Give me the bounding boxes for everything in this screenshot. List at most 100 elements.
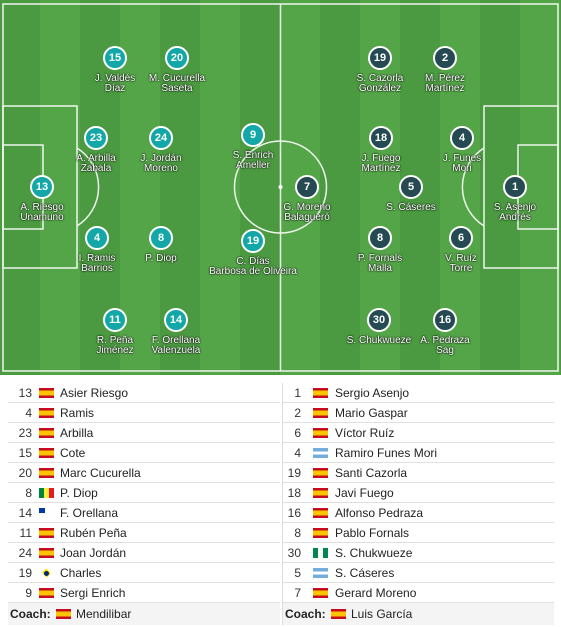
coach-name[interactable]: Luis García: [351, 607, 413, 621]
player-name-line1: G. Moreno: [283, 202, 331, 213]
player-name-line2: Torre: [449, 263, 473, 274]
player-link[interactable]: Marc Cucurella: [60, 466, 141, 480]
player-name-line2: Unamuno: [20, 212, 64, 223]
player-link[interactable]: Javi Fuego: [335, 486, 394, 500]
player-name-line1: S. Enrich: [232, 150, 274, 161]
player-link[interactable]: Víctor Ruíz: [335, 426, 395, 440]
shirt-number: 8: [25, 486, 32, 500]
player-link[interactable]: Asier Riesgo: [60, 386, 129, 400]
player-link[interactable]: Cote: [60, 446, 86, 460]
player-name-line1: J. Valdés: [94, 73, 136, 84]
player-link[interactable]: Joan Jordán: [60, 546, 127, 560]
coach-name[interactable]: Mendilibar: [76, 607, 132, 621]
coach-label: Coach:: [285, 607, 326, 621]
lineup-row[interactable]: 8 P. Diop: [8, 483, 280, 503]
player-link[interactable]: Santi Cazorla: [335, 466, 408, 480]
player-name-line2: Barrios: [81, 263, 113, 274]
player-number-badge: 8: [368, 226, 392, 250]
player-link[interactable]: Sergio Asenjo: [335, 386, 410, 400]
player-number-badge: 8: [149, 226, 173, 250]
player-link[interactable]: Ramiro Funes Mori: [335, 446, 438, 460]
flag-icon: [313, 428, 328, 438]
pitch-player[interactable]: 8 P. Diop: [101, 226, 221, 286]
player-link[interactable]: S. Chukwueze: [335, 546, 413, 560]
player-number-badge: 11: [103, 308, 127, 332]
player-link[interactable]: Alfonso Pedraza: [335, 506, 424, 520]
player-name: P. Diop: [101, 254, 221, 264]
player-name-line1: F. Orellana: [151, 335, 201, 346]
player-name-line2: Valenzuela: [151, 345, 201, 356]
player-link[interactable]: Charles: [60, 566, 102, 580]
player-name-line1: M. Pérez: [424, 73, 465, 84]
flag-icon: [313, 548, 328, 558]
player-link[interactable]: Mario Gaspar: [335, 406, 408, 420]
player-link[interactable]: Sergi Enrich: [60, 586, 126, 600]
flag-icon: [39, 528, 54, 538]
player-number-badge: 15: [103, 46, 127, 70]
player-link[interactable]: Gerard Moreno: [335, 586, 417, 600]
player-link[interactable]: Ramis: [60, 406, 95, 420]
player-name-line2: Martínez: [361, 163, 401, 174]
player-name-line2: Moreno: [144, 163, 178, 174]
player-link[interactable]: Arbilla: [60, 426, 94, 440]
player-link[interactable]: S. Cáseres: [335, 566, 395, 580]
player-link[interactable]: Rubén Peña: [60, 526, 127, 540]
player-link[interactable]: F. Orellana: [60, 506, 119, 520]
player-name: S. Cáseres: [351, 203, 471, 213]
player-link[interactable]: P. Diop: [60, 486, 98, 500]
player-number-badge: 20: [165, 46, 189, 70]
player-number-badge: 9: [241, 123, 265, 147]
player-number-badge: 7: [295, 175, 319, 199]
player-link[interactable]: Pablo Fornals: [335, 526, 410, 540]
